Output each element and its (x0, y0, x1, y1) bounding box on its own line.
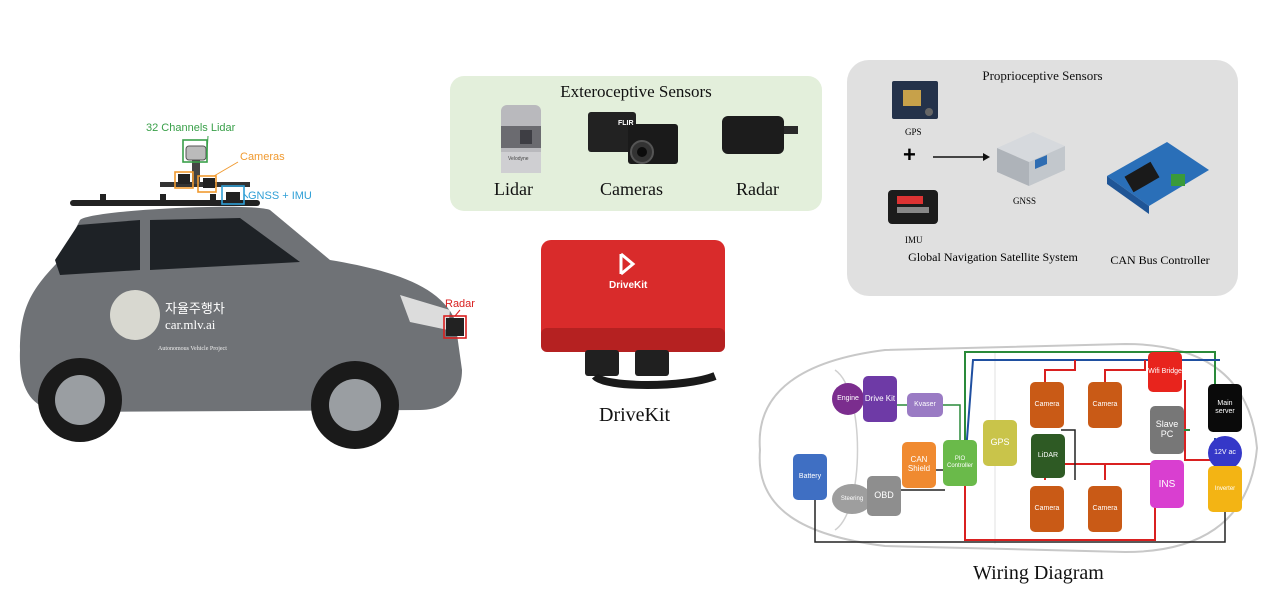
radar-icon (722, 116, 798, 154)
decal-url: car.mlv.ai (165, 317, 216, 332)
gps-label: GPS (905, 127, 922, 137)
drivekit-logo-text: DriveKit (609, 280, 648, 291)
inverter-node: Inverter (1208, 466, 1242, 512)
kvaser-node: Kvaser (907, 393, 943, 417)
car-section: 32 Channels Lidar Cameras GNSS + IMU Rad… (0, 110, 480, 450)
camera-icon (588, 112, 678, 164)
ins-node: INS (1150, 460, 1184, 508)
drivekit-device (541, 240, 725, 389)
power-12v-node: 12V ac (1208, 436, 1242, 470)
arrow-right-icon (933, 153, 990, 161)
gnss-caption: Global Navigation Satellite System (908, 250, 1078, 264)
camera-node-4: Camera (1088, 486, 1122, 532)
pio-controller-node: PIO Controller (943, 440, 977, 486)
lidar-brand: Velodyne (508, 156, 529, 162)
lidar-callout-label: 32 Channels Lidar (146, 122, 236, 134)
exteroceptive-item-lidar: Lidar (494, 179, 533, 199)
imu-icon (888, 190, 938, 224)
main-server-node: Main server (1208, 384, 1242, 432)
proprioceptive-panel: Proprioceptive Sensors GPS + IMU GNSS Gl… (847, 60, 1238, 296)
drive-kit-node: Drive Kit (863, 376, 897, 422)
wiring-diagram-caption: Wiring Diagram (973, 562, 1104, 584)
gps-icon (892, 81, 938, 119)
wifi-bridge-node: Wifi Bridge (1148, 352, 1182, 392)
slave-pc-node: Slave PC (1150, 406, 1184, 454)
wiring-diagram-section: Engine Drive Kit Kvaser CAN Shield PIO C… (745, 330, 1265, 615)
obd-node: OBD (867, 476, 901, 516)
plus-symbol: + (903, 142, 916, 167)
drivekit-section: DriveKit DriveKit (535, 236, 735, 436)
battery-node: Battery (793, 454, 827, 500)
camera-brand: FLIR (618, 120, 634, 127)
camera-node-2: Camera (1088, 382, 1122, 428)
proprioceptive-title: Proprioceptive Sensors (982, 68, 1103, 83)
camera-node-1: Camera (1030, 382, 1064, 428)
can-shield-node: CAN Shield (902, 442, 936, 488)
camera-node-3: Camera (1030, 486, 1064, 532)
steering-node: Steering (832, 484, 872, 514)
gnss-icon (997, 132, 1065, 186)
decal-project: Autonomous Vehicle Project (158, 346, 227, 352)
cameras-callout-label: Cameras (240, 151, 285, 163)
lidar-icon (501, 105, 541, 173)
exteroceptive-item-cameras: Cameras (600, 179, 663, 199)
gps-node: GPS (983, 420, 1017, 466)
can-bus-controller-icon (1107, 142, 1209, 214)
exteroceptive-item-radar: Radar (736, 179, 779, 199)
car-illustration (19, 135, 467, 449)
drivekit-caption: DriveKit (599, 404, 671, 426)
imu-label: IMU (905, 235, 923, 245)
radar-callout-label: Radar (445, 298, 475, 310)
can-bus-caption: CAN Bus Controller (1110, 253, 1210, 267)
gnss-label: GNSS (1013, 196, 1037, 206)
exteroceptive-title: Exteroceptive Sensors (560, 82, 712, 101)
decal-korean: 자율주행차 (165, 301, 225, 316)
gnss-imu-callout-label: GNSS + IMU (248, 190, 312, 202)
lidar-node: LiDAR (1031, 434, 1065, 478)
exteroceptive-panel: Exteroceptive Sensors Velodyne Lidar FLI… (450, 76, 822, 211)
engine-node: Engine (832, 383, 864, 415)
